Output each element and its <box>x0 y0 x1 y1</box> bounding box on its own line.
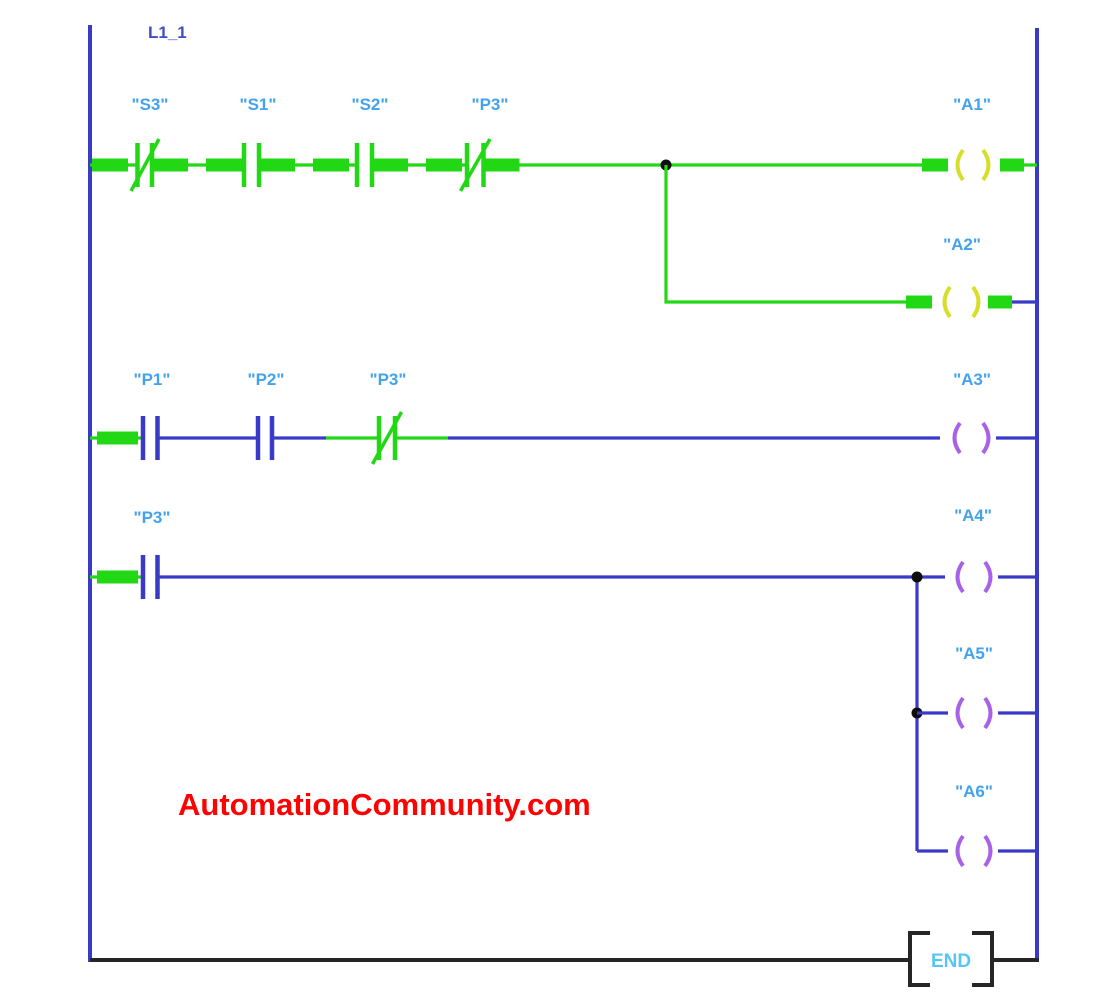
nc-slash <box>129 138 161 192</box>
coil-a4-label: "A4" <box>954 506 992 525</box>
end-label: END <box>931 951 971 972</box>
coil-close-paren <box>981 148 991 182</box>
coil-a6[interactable]: "A6" <box>917 782 1037 868</box>
coil-a3-label: "A3" <box>953 370 991 389</box>
rung-3: "P3" "A4" "A5" "A6" <box>90 506 1037 868</box>
coil-a5[interactable]: "A5" <box>917 644 1037 730</box>
coil-a6-label: "A6" <box>955 782 993 801</box>
branch-wire-a2 <box>664 165 906 304</box>
coil-close-paren <box>983 560 993 594</box>
coil-open-paren <box>955 148 965 182</box>
coil-a1[interactable]: "A1" <box>922 95 1037 182</box>
coil-open-paren <box>952 421 962 455</box>
end-left-bracket <box>908 931 930 987</box>
junction-dot <box>911 571 923 583</box>
contact-s2-no[interactable]: "S2" <box>352 95 389 187</box>
contact-p3-label: "P3" <box>370 370 407 389</box>
coil-a5-label: "A5" <box>955 644 993 663</box>
contact-p3-no-rung3[interactable]: "P3" <box>134 508 171 599</box>
contact-p1-label: "P1" <box>134 370 171 389</box>
coil-a2[interactable]: "A2" <box>906 235 1037 319</box>
coil-open-paren <box>955 560 965 594</box>
coil-a1-label: "A1" <box>953 95 991 114</box>
contact-p2-label: "P2" <box>248 370 285 389</box>
end-right-bracket <box>972 931 994 987</box>
coil-open-paren <box>955 834 965 868</box>
nc-slash <box>458 138 492 192</box>
contact-p3-label: "P3" <box>472 95 509 114</box>
coil-open-paren <box>955 696 965 730</box>
watermark-text: AutomationCommunity.com <box>178 787 591 822</box>
contact-s3-label: "S3" <box>132 95 169 114</box>
rung-1: "S3" "S1" "S2" "P3" "A1" <box>90 95 1037 319</box>
coil-a2-label: "A2" <box>943 235 981 254</box>
contact-p2-no[interactable]: "P2" <box>248 370 285 460</box>
coil-a3[interactable]: "A3" <box>952 370 1037 455</box>
coil-a4[interactable]: "A4" <box>954 506 1037 594</box>
coil-close-paren <box>981 421 991 455</box>
contact-p1-no[interactable]: "P1" <box>134 370 171 460</box>
coil-close-paren <box>971 285 981 319</box>
coil-close-paren <box>983 696 993 730</box>
contact-s3-nc[interactable]: "S3" <box>129 95 169 192</box>
contact-p3-label: "P3" <box>134 508 171 527</box>
contact-p3-nc-rung1[interactable]: "P3" <box>458 95 509 192</box>
contact-s1-no[interactable]: "S1" <box>240 95 277 187</box>
contact-s2-label: "S2" <box>352 95 389 114</box>
rung-2: "P1" "P2" "P3" "A3" <box>90 370 1037 465</box>
end-block[interactable]: END <box>90 931 1039 987</box>
nc-slash <box>370 411 404 465</box>
coil-close-paren <box>983 834 993 868</box>
contact-s1-label: "S1" <box>240 95 277 114</box>
coil-open-paren <box>942 285 952 319</box>
network-label: L1_1 <box>148 23 187 42</box>
contact-p3-nc-rung2[interactable]: "P3" <box>370 370 407 465</box>
